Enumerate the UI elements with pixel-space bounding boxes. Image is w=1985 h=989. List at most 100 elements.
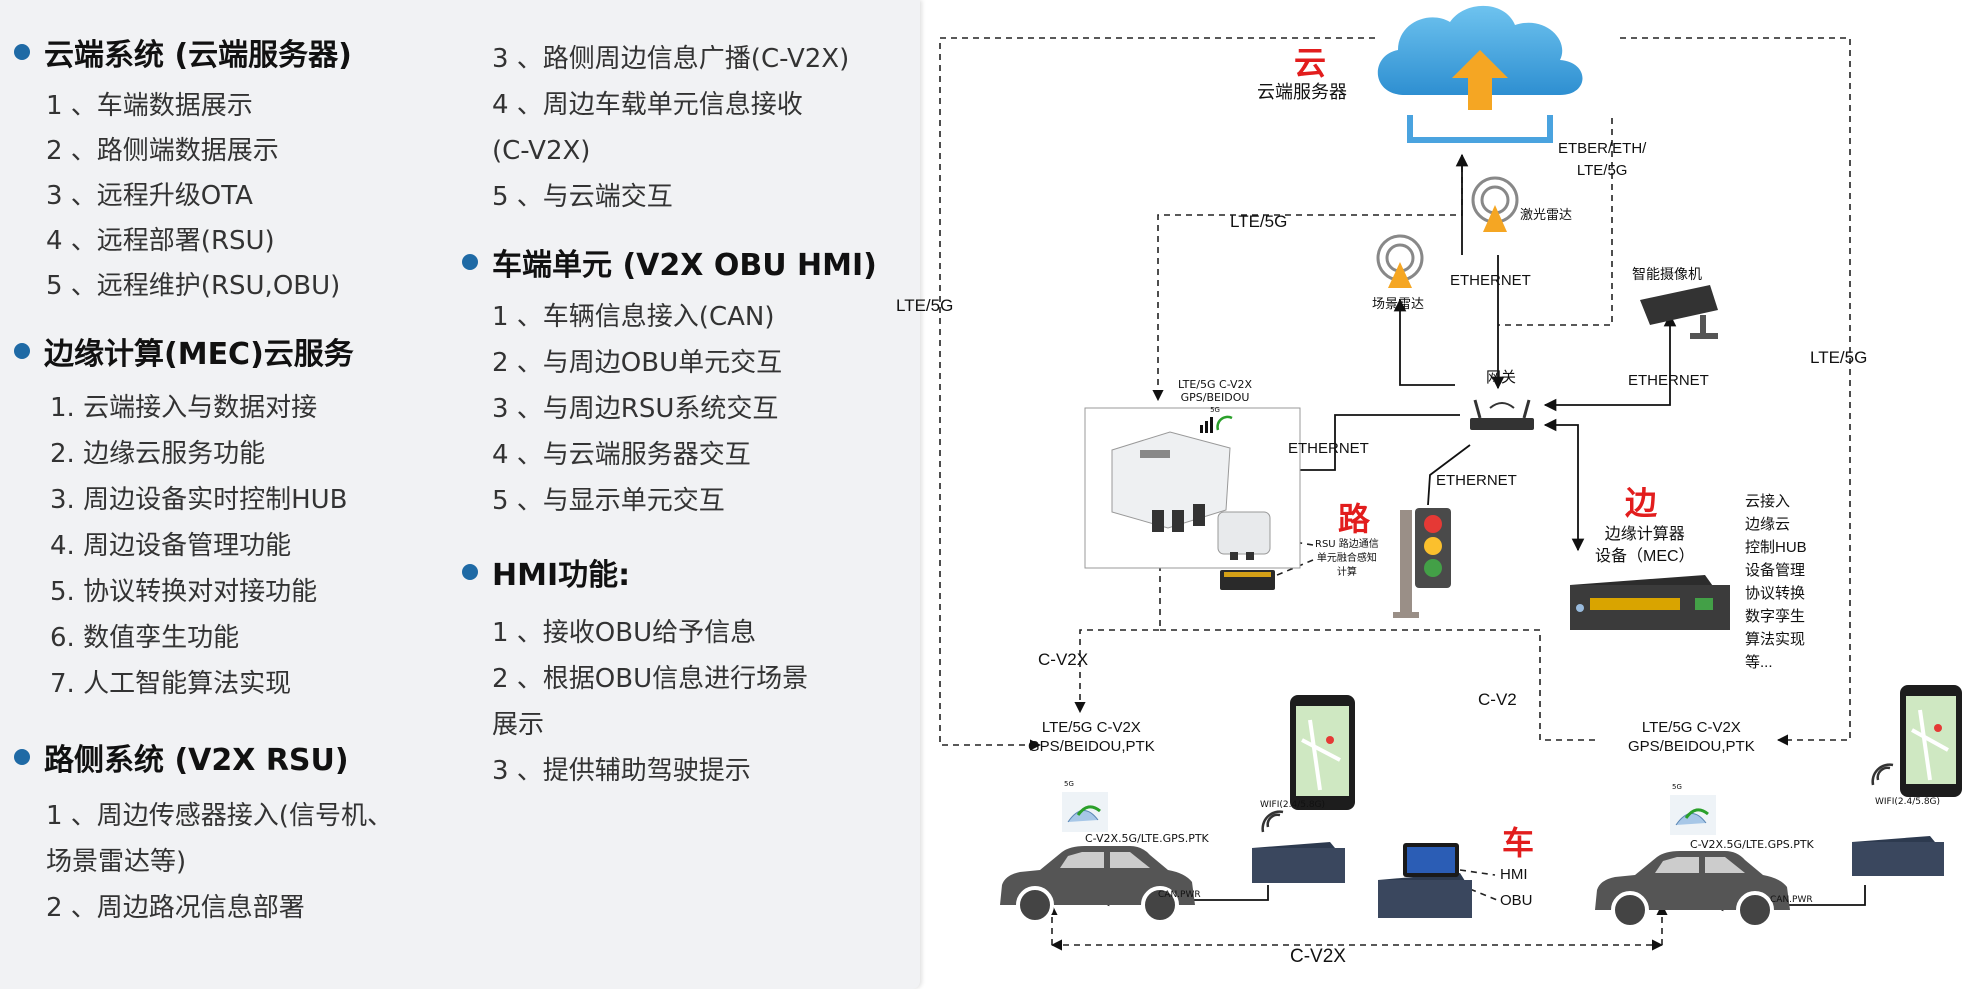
obu-device-right-icon (1852, 836, 1944, 876)
hmi-label: HMI (1500, 866, 1528, 883)
obu-device-left-icon (1252, 842, 1345, 883)
list-item: 5 、远程维护(RSU,OBU) (46, 271, 341, 301)
list-item: 场景雷达等) (46, 847, 187, 877)
car-spec-line: GPS/BEIDOU,PTK (1628, 738, 1755, 755)
column-2: 3 、路侧周边信息广播(C-V2X) 4 、周边车载单元信息接收 (C-V2X)… (462, 36, 877, 794)
car-spec-line: LTE/5G C-V2X (1641, 719, 1741, 736)
obu-right-spec: C-V2X.5G/LTE.GPS.PTK (1690, 838, 1814, 851)
list-item: 4 、远程部署(RSU) (46, 226, 275, 256)
car-spec-line: GPS/BEIDOU,PTK (1028, 738, 1155, 755)
rsu-continued-items: 3 、路侧周边信息广播(C-V2X) 4 、周边车载单元信息接收 (C-V2X)… (492, 36, 877, 220)
link-label-ethernet-rsu: ETHERNET (1288, 440, 1369, 457)
obu-device-center-icon (1378, 873, 1472, 918)
smart-camera-icon (1640, 285, 1718, 339)
dashed-links (939, 37, 1851, 951)
list-item: 3 、路侧周边信息广播(C-V2X) (492, 44, 850, 74)
list-item: 3 、远程升级OTA (46, 181, 253, 211)
link-label-cv2x-bottom: C-V2X (1290, 946, 1346, 967)
edge-function-item: 控制HUB (1745, 539, 1807, 556)
list-item: 3 、提供辅助驾驶提示 (492, 756, 751, 786)
list-item: 1 、周边传感器接入(信号机、 (46, 801, 393, 831)
link-label-lte-left: LTE/5G (896, 296, 954, 315)
edge-function-item: 边缘云 (1745, 516, 1791, 533)
bullet-dot-icon (14, 343, 30, 359)
can-left-label: CAN.PWR (1158, 890, 1201, 900)
wifi-left-icon (1261, 810, 1284, 833)
rsu-spec-line: GPS/BEIDOU (1180, 391, 1250, 404)
rsu-desc-label: RSU 路边通信 单元融合感知 计算 (1315, 538, 1379, 580)
etber-line: LTE/5G (1576, 162, 1628, 179)
bullet-dot-icon (14, 44, 30, 60)
list-item: 4. 周边设备管理功能 (50, 531, 292, 561)
can-right-label: CAN.PWR (1770, 895, 1813, 905)
rsu-spec-line: LTE/5G C-V2X (1178, 378, 1253, 391)
etber-line: ETBER/ETH/ (1558, 140, 1647, 157)
edge-device-label: 边缘计算器 设备（MEC） (1595, 524, 1695, 568)
signal-bars-icon (1200, 415, 1233, 433)
list-item: 2 、路侧端数据展示 (46, 136, 279, 166)
link-label-ethernet-cam: ETHERNET (1628, 372, 1709, 389)
car-left-icon (1000, 846, 1195, 924)
car-char-label: 车 (1502, 824, 1535, 862)
edge-function-item: 等... (1745, 654, 1773, 671)
edge-function-item: 云接入 (1745, 493, 1791, 510)
cloud-items: 1 、车端数据展示 2 、路侧端数据展示 3 、远程升级OTA 4 、远程部署(… (46, 84, 393, 309)
list-item: 3 、与周边RSU系统交互 (492, 394, 779, 424)
rsu-desc-line: 计算 (1336, 567, 1357, 578)
car-right-icon (1595, 851, 1790, 929)
edge-char-label: 边 (1625, 484, 1658, 522)
obu-left-spec: C-V2X.5G/LTE.GPS.PTK (1085, 832, 1209, 845)
bullet-dot-icon (462, 564, 478, 580)
obu-label: OBU (1500, 892, 1533, 909)
edge-function-item: 算法实现 (1745, 631, 1806, 648)
list-item: 1 、车辆信息接入(CAN) (492, 302, 775, 332)
obu-items: 1 、车辆信息接入(CAN) 2 、与周边OBU单元交互 3 、与周边RSU系统… (492, 294, 877, 524)
rsu-items: 1 、周边传感器接入(信号机、 场景雷达等) 2 、周边路况信息部署 (46, 793, 393, 931)
lidar-label: 激光雷达 (1520, 207, 1573, 222)
gateway-label: 网关 (1486, 369, 1517, 386)
cloud-section-title: 云端系统 (云端服务器) (14, 30, 393, 74)
feature-list-panel: 云端系统 (云端服务器) 1 、车端数据展示 2 、路侧端数据展示 3 、远程升… (0, 0, 920, 989)
list-item: 5. 协议转换对对接功能 (50, 577, 318, 607)
link-label-ethernet-light: ETHERNET (1436, 472, 1517, 489)
rsu-spec-label: LTE/5G C-V2X GPS/BEIDOU 5G (1178, 378, 1252, 417)
list-item: 1 、接收OBU给予信息 (492, 618, 757, 648)
list-item: 5 、与显示单元交互 (492, 486, 725, 516)
link-label-lte-right: LTE/5G (1810, 348, 1868, 367)
link-label-lte-mid: LTE/5G (1230, 212, 1288, 231)
list-item: 2. 边缘云服务功能 (50, 439, 266, 469)
cloud-server-label: 云端服务器 (1257, 82, 1347, 102)
obu-section-title: 车端单元 (V2X OBU HMI) (462, 240, 877, 284)
column-1: 云端系统 (云端服务器) 1 、车端数据展示 2 、路侧端数据展示 3 、远程升… (14, 30, 393, 931)
scene-radar-icon (1376, 234, 1424, 288)
rsu-desc-line: 单元融合感知 (1316, 553, 1377, 564)
hmi-screen-icon (1403, 843, 1459, 877)
smartphone-right-icon (1900, 685, 1962, 797)
list-item: 4 、周边车载单元信息接收 (492, 90, 803, 120)
vehicle-antenna-right-icon (1670, 795, 1716, 835)
list-item: 3. 周边设备实时控制HUB (50, 485, 348, 515)
list-item: 1 、车端数据展示 (46, 91, 253, 121)
car-left-spec: LTE/5G C-V2X GPS/BEIDOU,PTK (1028, 718, 1155, 756)
cloud-char-label: 云 (1294, 44, 1327, 82)
vehicle-antenna-left-icon (1062, 792, 1108, 832)
list-item: 2 、周边路况信息部署 (46, 893, 305, 923)
list-item: 5 、与云端交互 (492, 182, 673, 212)
smartphone-left-icon (1290, 695, 1355, 810)
road-char-label: 路 (1338, 500, 1371, 538)
cloud-server-icon (1377, 5, 1583, 143)
rsu-unit-icon (1217, 511, 1275, 590)
link-label-cv2x-b: C-V2 (1478, 690, 1517, 709)
wifi-right-label: WIFI(2.4/5.8G) (1875, 797, 1941, 807)
car-spec-line: LTE/5G C-V2X (1041, 719, 1141, 736)
edge-device-line: 设备（MEC） (1595, 548, 1695, 565)
rsu-section-title: 路侧系统 (V2X RSU) (14, 735, 393, 779)
list-item: (C-V2X) (492, 136, 591, 166)
link-label-etber: ETBER/ETH/ LTE/5G (1558, 138, 1646, 182)
scene-radar-label: 场景雷达 (1372, 296, 1425, 311)
edge-device-line: 边缘计算器 (1604, 526, 1685, 543)
fiveg-right-label: 5G (1672, 783, 1682, 791)
list-item: 展示 (492, 710, 545, 740)
edge-function-item: 协议转换 (1745, 585, 1806, 602)
